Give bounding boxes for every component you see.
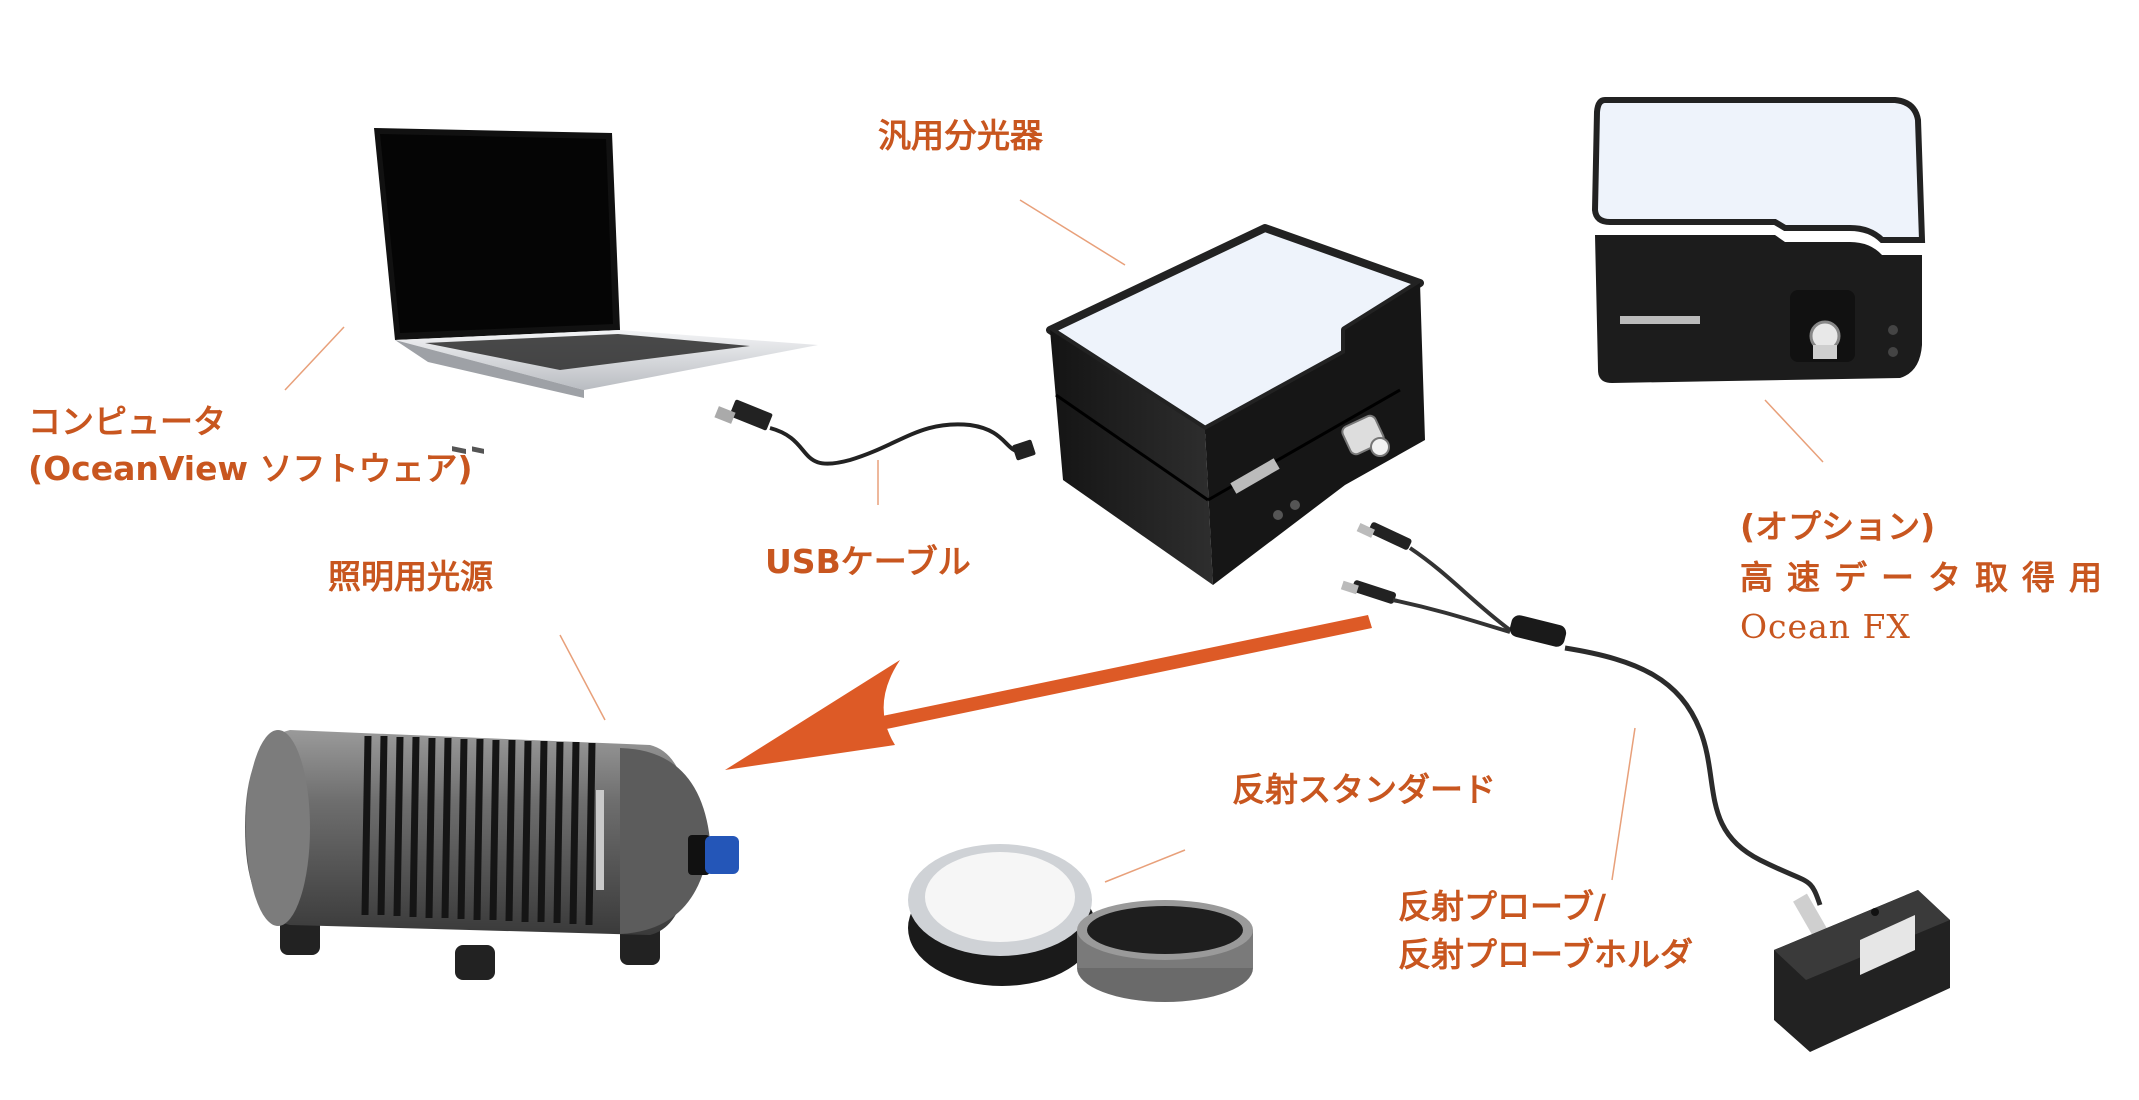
label-computer-software: (OceanView ソフトウェア) [28, 449, 473, 488]
standard-lid-inner [1087, 906, 1243, 954]
light-source-icon [245, 730, 739, 980]
label-probe: 反射プローブ/ [1398, 887, 1607, 926]
probe-connector-2 [1340, 580, 1396, 604]
spectrometer-slot [1230, 458, 1280, 494]
laptop-port-1 [452, 446, 466, 455]
spectrometer-screw-1 [1273, 510, 1283, 520]
ocean-fx-top [1591, 97, 1926, 243]
light-source-foot-3 [455, 945, 495, 980]
probe-holder [1774, 890, 1950, 1052]
arrow-shaft [868, 615, 1372, 732]
label-optional: (オプション) [1740, 507, 1936, 546]
spectrometer-screw-2 [1290, 500, 1300, 510]
light-source-window [596, 790, 604, 890]
ocean-fx-fiber-nut [1813, 345, 1837, 359]
probe-icon [1340, 522, 1950, 1052]
label-high-speed: 高速データ取得用 [1740, 558, 2116, 597]
probe-breakout [1509, 615, 1567, 647]
laptop-icon [374, 128, 818, 455]
ocean-fx-led-2 [1888, 347, 1898, 357]
probe-main-cable [1564, 645, 1823, 906]
label-probe-holder: 反射プローブホルダ [1398, 935, 1694, 974]
light-source-knob-base [688, 835, 710, 875]
leader-spectrometer [1019, 199, 1126, 266]
leader-probe [1611, 727, 1636, 881]
ocean-fx-led-1 [1888, 325, 1898, 335]
spectrometer-icon [1046, 224, 1425, 585]
arrow-head [725, 660, 900, 770]
usb-cable-icon [714, 399, 1036, 466]
light-source-back-cap [246, 730, 310, 926]
spectrometer-side [1205, 283, 1425, 585]
light-source-front-cap [620, 748, 710, 934]
label-spectrometer: 汎用分光器 [878, 116, 1043, 155]
probe-connector-1 [1356, 522, 1412, 550]
leader-lines [284, 199, 1824, 883]
ocean-fx-slot [1620, 316, 1700, 324]
laptop-port-2 [472, 446, 484, 454]
label-usb-cable: USBケーブル [765, 542, 971, 581]
label-light-source: 照明用光源 [328, 557, 493, 596]
leader-standard [1104, 849, 1186, 883]
label-ocean-fx: Ocean FX [1740, 607, 1911, 646]
usb-plug-a-metal [714, 406, 736, 424]
light-source-fins [361, 735, 596, 926]
probe-wire-1 [1408, 546, 1512, 632]
ocean-fx-body [1595, 235, 1922, 383]
leader-ocean-fx [1764, 399, 1824, 463]
leader-computer [284, 326, 345, 391]
spectrometer-fiber-port [1341, 414, 1390, 457]
laptop-front-edge [395, 340, 584, 398]
probe-tip [1793, 893, 1827, 937]
usb-plug-b [1012, 439, 1036, 461]
laptop-keyboard [425, 334, 750, 370]
ocean-fx-icon [1591, 97, 1926, 383]
usb-plug-a [729, 399, 773, 431]
arrow-icon [725, 615, 1372, 770]
usb-wire [769, 422, 1021, 466]
spectrometer-seam [1055, 393, 1209, 502]
label-computer: コンピュータ [28, 402, 226, 441]
probe-wire-2 [1392, 598, 1511, 634]
spectrometer-front [1050, 330, 1213, 585]
laptop-screen [380, 134, 613, 333]
reflectance-standard-icon [908, 844, 1253, 1002]
standard-disc [925, 852, 1075, 942]
leader-light-source [559, 634, 606, 721]
light-source-knob [705, 836, 739, 874]
label-reflectance-standard: 反射スタンダード [1232, 770, 1496, 809]
